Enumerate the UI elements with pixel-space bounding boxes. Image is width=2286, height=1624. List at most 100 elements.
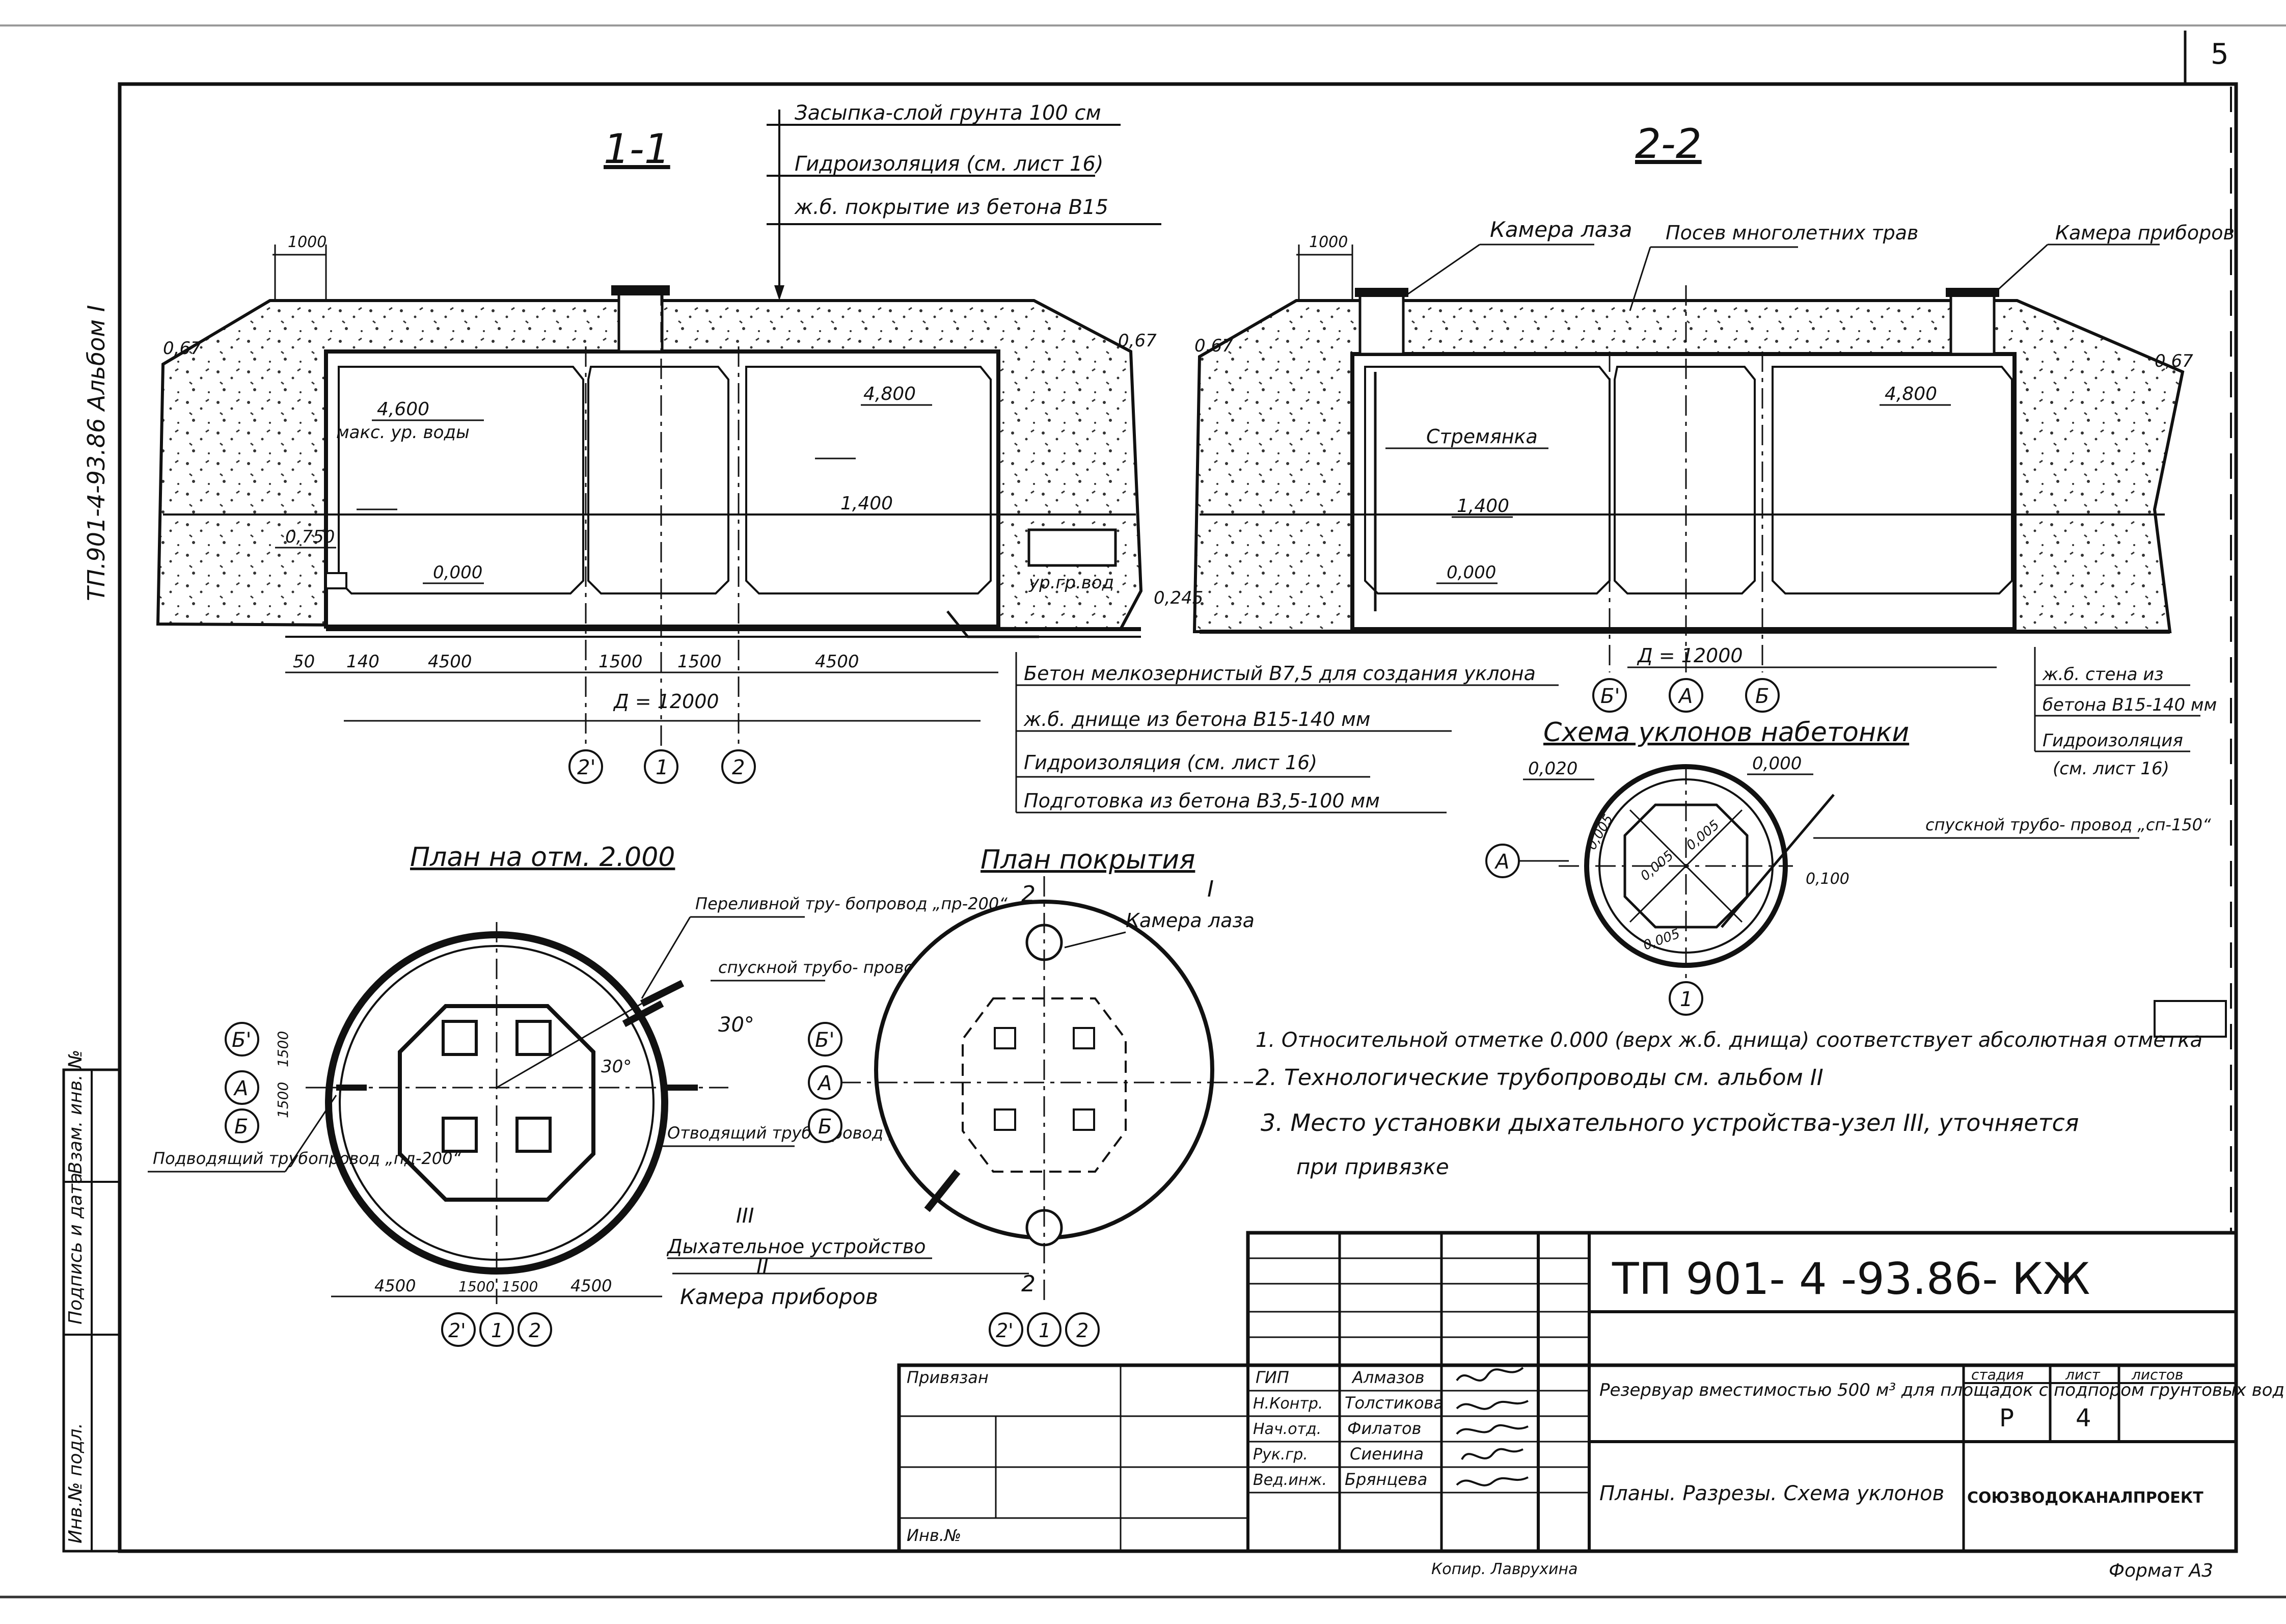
signature-3 [1461,1448,1523,1460]
roof-axis-2prime: 2' [996,1319,1014,1342]
section-1-1: 1-1 Засыпка-слой грунта 100 см Гидроизол… [156,101,1559,814]
roof-axis-2: 2 [1076,1319,1088,1342]
plan2000-l5: Подводящий трубопровод „пд-200“ [153,1149,461,1168]
s2-slope-left: 0,67 [1194,336,1233,356]
left-stamp: Инв.№ подл. Подпись и дата Взам. инв. № … [62,305,121,1553]
s2-axis-a: А [1677,685,1693,708]
signature-0 [1456,1367,1524,1382]
s1-diameter: Д = 12000 [613,690,719,713]
s1-dim-1500b: 1500 [677,652,722,672]
plan2000-axis-2prime: 2' [448,1319,466,1342]
s2-diameter: Д = 12000 [1637,644,1743,667]
s1-level-0000: 0,000 [433,562,482,583]
note-1: 1. Относительной отметке 0.000 (верх ж.б… [1256,1028,2202,1052]
s2-dim-top: 1000 [1309,233,1348,251]
tb-description: Резервуар вместимостью 500 м³ для площад… [1599,1380,2284,1400]
plan2000-dim-l1: 1500 [275,1082,291,1118]
s1-callout-hydro: Гидроизоляция (см. лист 16) [795,152,1103,176]
section-1-title: 1-1 [604,125,670,173]
s2-callout-r3: Гидроизоляция [2043,730,2183,751]
plan2000-dim-b2: 1500 [502,1278,538,1295]
tb-role-1: Н.Контр. [1253,1395,1323,1413]
s1-callout-b2: ж.б. днище из бетона В15-140 мм [1023,708,1370,730]
tb-role-0: ГИП [1256,1368,1289,1387]
tb-code: ТП 901- 4 -93.86- КЖ [1612,1254,2090,1305]
s1-axis-1: 1 [656,756,668,779]
tb-sheet-head: лист [2065,1366,2100,1383]
tb-privyazan: Привязан [907,1368,989,1387]
s1-callout-fill: Засыпка-слой грунта 100 см [795,101,1101,125]
note-3b: при привязке [1296,1154,1449,1179]
plan2000-l0: Переливной тру- бопровод „пр-200“ [695,894,1008,913]
roof-axis-a: А [817,1072,832,1095]
signature-4 [1456,1476,1529,1486]
stamp-replace-label: Взам. инв. № [65,1050,86,1174]
tb-name-4: Брянцева [1345,1470,1427,1489]
tb-role-2: Нач.отд. [1253,1420,1321,1438]
s2-callout-r2: бетона В15-140 мм [2043,695,2217,715]
section-2-title: 2-2 [1635,120,1702,168]
s2-axis-bprime: Б' [1600,685,1620,708]
s2-label-cam-laz: Камера лаза [1490,217,1632,242]
tb-sheet: 4 [2076,1404,2091,1432]
plan2000-axis-b: Б [234,1115,248,1139]
s2-level-1400: 1,400 [1457,496,1509,517]
slope-pipe-label: спускной трубо- провод „сп-150“ [1925,815,2211,834]
tb-name-0: Алмазов [1351,1368,1425,1387]
s1-dim-top: 1000 [288,233,326,251]
slope-axis-1: 1 [1680,988,1693,1011]
plan2000-axis-1: 1 [491,1319,503,1342]
side-code: ТП.901-4-93.86 Альбом I [83,305,110,601]
title-block: ТП 901- 4 -93.86- КЖ Резервуар вместимос… [897,1231,2284,1553]
plan2000-dim-l0: 1500 [275,1031,291,1067]
signature-1 [1456,1400,1529,1410]
s1-callout-b4: Подготовка из бетона В3,5-100 мм [1024,790,1380,812]
tb-inv: Инв.№ [907,1526,961,1545]
format-label: Формат А3 [2109,1560,2213,1581]
plan-2000-title: План на отм. 2.000 [410,842,675,873]
roof-mark-i: I [1207,876,1214,902]
s2-label-cam-pr: Камера приборов [2055,222,2235,244]
tb-sheets-head: листов [2131,1366,2183,1383]
s1-dim-50: 50 [293,652,315,672]
plan-roof-title: План покрытия [981,845,1195,875]
s2-label-grass: Посев многолетних трав [1666,222,1918,244]
tb-sheet-title: Планы. Разрезы. Схема уклонов [1599,1482,1944,1505]
s2-level-0000: 0,000 [1447,562,1496,583]
plan-roof: План покрытия 2 I 2 Камера лаза Дыхатель… [666,845,1255,1347]
s1-slope-left: 0,67 [163,338,202,359]
slope-v1: 0,000 [1752,753,1802,774]
plan2000-dim-b0: 4500 [374,1276,416,1295]
tb-name-2: Филатов [1347,1419,1421,1438]
signature-2 [1456,1424,1529,1435]
s1-level-top: 4,800 [863,384,916,404]
roof-roman-ii: II [756,1255,769,1279]
s1-level-max-label: макс. ур. воды [336,422,470,443]
s2-label-ladder: Стремянка [1426,425,1538,448]
plan2000-l2: 30° [718,1013,754,1037]
s1-level-gw: ур.гр.вод [1028,573,1114,593]
s2-slope-right: 0,67 [2155,351,2193,371]
tb-name-1: Толстикова [1345,1393,1444,1413]
s1-axis-2: 2 [732,756,745,779]
plan2000-axis-a: А [233,1077,248,1100]
slope-v5: 0,100 [1806,870,1849,888]
plan-2000: План на отм. 2.000 Переливной тру- бопро… [148,842,1008,1347]
roof-roman-iii: III [736,1204,754,1228]
s1-level-0750: 0,750 [285,527,335,547]
s2-callout-r1: ж.б. стена из [2042,664,2164,685]
plan2000-dim-b1: 1500 [458,1278,495,1295]
plan2000-axis-bprime: Б' [232,1028,251,1052]
s1-dim-140: 140 [346,652,379,672]
note-3: 3. Место установки дыхательного устройст… [1261,1109,2079,1136]
s1-dim-1500a: 1500 [598,652,643,672]
tb-role-4: Вед.инж. [1253,1471,1327,1489]
plan2000-dim-b3: 4500 [570,1276,612,1295]
s1-level-1400: 1,400 [840,493,893,514]
tb-name-3: Сиенина [1350,1444,1424,1464]
slope-scheme-title: Схема уклонов набетонки [1543,717,1909,748]
plan2000-l3: 30° [601,1057,632,1077]
s1-callout-slab: ж.б. покрытие из бетона В15 [794,196,1108,219]
footer-copy: Копир. Лаврухина [1431,1560,1578,1578]
roof-axis-1: 1 [1039,1319,1051,1342]
